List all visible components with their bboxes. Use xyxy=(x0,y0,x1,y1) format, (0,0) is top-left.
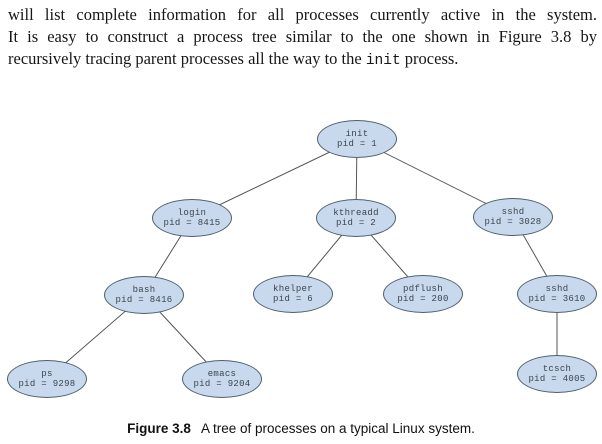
paragraph-line-3-post: process. xyxy=(400,49,459,68)
process-pid: pid = 6 xyxy=(273,294,313,304)
figure-caption: Figure 3.8 A tree of processes on a typi… xyxy=(0,421,602,436)
paragraph-line-3: recursively tracing parent processes all… xyxy=(8,48,597,72)
process-name: kthreadd xyxy=(333,207,379,218)
process-name: emacs xyxy=(207,368,237,379)
process-pid: pid = 2 xyxy=(336,218,376,228)
process-name: ps xyxy=(41,368,53,379)
process-name: tcsch xyxy=(542,363,572,374)
process-pid: pid = 9298 xyxy=(18,379,76,389)
body-paragraph: will list complete information for all p… xyxy=(8,4,597,72)
process-node-pdflush: pdflush pid = 200 xyxy=(383,275,463,313)
process-name: sshd xyxy=(545,283,569,294)
process-node-tcsch: tcsch pid = 4005 xyxy=(517,355,597,393)
process-name: pdflush xyxy=(403,283,443,294)
process-node-init: init pid = 1 xyxy=(317,120,397,158)
process-pid: pid = 3610 xyxy=(528,294,586,304)
process-node-emacs: emacs pid = 9204 xyxy=(182,360,262,398)
process-name: khelper xyxy=(273,283,313,294)
process-name: sshd xyxy=(501,206,525,217)
process-node-kthreadd: kthreadd pid = 2 xyxy=(316,199,396,237)
process-node-login: login pid = 8415 xyxy=(152,199,232,237)
process-name: init xyxy=(345,128,369,139)
paragraph-line-2: It is easy to construct a process tree s… xyxy=(8,27,597,46)
init-keyword: init xyxy=(365,53,401,69)
figure-caption-label: Figure 3.8 xyxy=(127,421,191,436)
process-pid: pid = 8415 xyxy=(163,218,221,228)
process-node-ps: ps pid = 9298 xyxy=(7,360,87,398)
process-pid: pid = 8416 xyxy=(115,295,173,305)
figure-caption-text: A tree of processes on a typical Linux s… xyxy=(200,421,475,436)
paragraph-line-3-pre: recursively tracing parent processes all… xyxy=(8,49,366,68)
process-pid: pid = 3028 xyxy=(484,217,542,227)
process-pid: pid = 9204 xyxy=(193,379,251,389)
process-pid: pid = 200 xyxy=(397,294,449,304)
process-node-sshd-3610: sshd pid = 3610 xyxy=(517,275,597,313)
process-name: bash xyxy=(132,284,156,295)
paragraph-line-1: will list complete information for all p… xyxy=(8,5,597,24)
process-node-bash: bash pid = 8416 xyxy=(104,276,184,314)
process-pid: pid = 1 xyxy=(337,139,377,149)
process-name: login xyxy=(177,207,207,218)
process-node-khelper: khelper pid = 6 xyxy=(253,275,333,313)
process-pid: pid = 4005 xyxy=(528,374,586,384)
process-node-sshd-3028: sshd pid = 3028 xyxy=(473,198,553,236)
